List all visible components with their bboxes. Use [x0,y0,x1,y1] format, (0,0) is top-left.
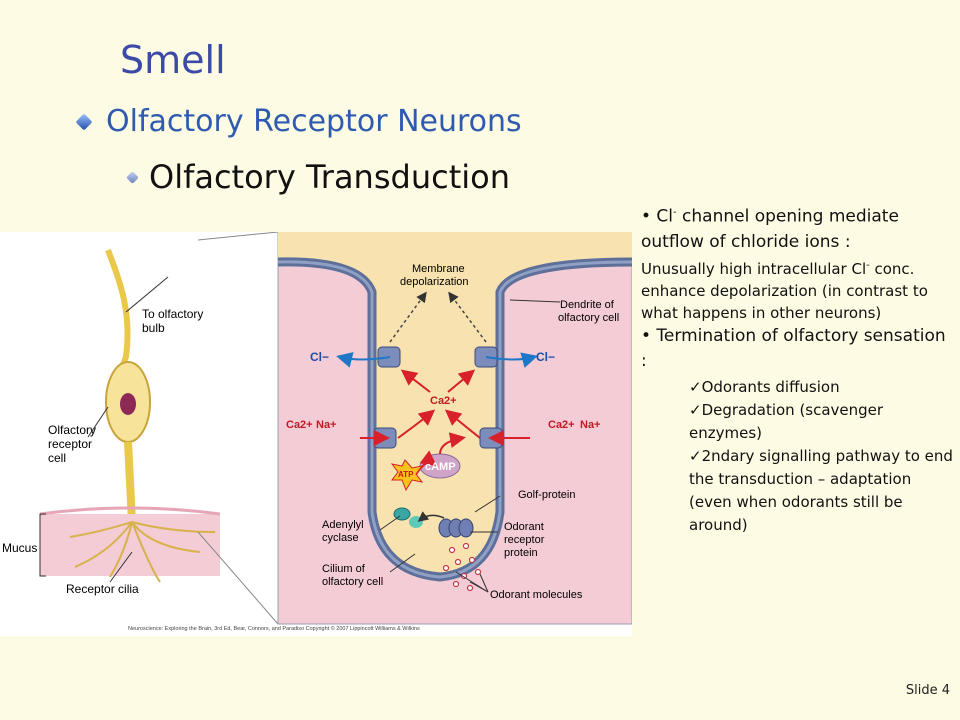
label-receptor-cell-3: cell [48,451,66,465]
note-chloride-channel-post: channel opening mediate outflow of chlor… [641,206,899,252]
label-receptor-cilia: Receptor cilia [66,582,139,596]
bullet-level2: Olfactory Transduction [126,158,510,196]
olfactory-transduction-figure: To olfactory bulb Olfactory receptor cel… [0,232,632,636]
label-ca-left: Ca2+ [286,419,313,431]
label-odorant-rec-1: Odorant [504,521,544,533]
label-odorant-molecules: Odorant molecules [490,589,583,601]
label-na-left: Na+ [316,419,337,431]
bullet-level2-text: Olfactory Transduction [149,158,510,196]
slide-number: Slide 4 [905,683,950,698]
label-ca-center: Ca2+ [430,395,457,407]
label-adenylyl-1: Adenylyl [322,519,364,531]
note-chloride-channel-pre: • Cl [641,206,674,227]
label-odorant-rec-3: protein [504,547,538,559]
check-item: ✓Degradation (scavenger enzymes) [689,400,884,442]
label-dendrite-1: Dendrite of [560,299,615,311]
check-item: ✓2ndary signalling pathway to end the tr… [689,446,953,534]
label-camp: cAMP [425,461,456,473]
label-mucus: Mucus [2,541,37,555]
note-chloride-channel: • Cl- channel opening mediate outflow of… [641,200,953,255]
figure-credit: Neuroscience: Exploring the Brain, 3rd E… [128,625,420,632]
bullet-level1: Olfactory Receptor Neurons [75,104,522,139]
label-membrane-dep-1: Membrane [412,263,465,275]
bullet-diamond-icon [75,113,93,130]
note-intracellular-cl-pre: Unusually high intracellular Cl [641,259,867,278]
notes-panel: • Cl- channel opening mediate outflow of… [641,200,953,537]
label-to-bulb-1: To olfactory [142,307,203,321]
olfactory-neuron-drawing [39,248,221,583]
label-cl-left: Cl− [310,350,329,364]
label-atp: ATP [398,470,414,479]
note-termination: • Termination of olfactory sensation : [641,325,946,371]
label-ca-right: Ca2+ [548,419,575,431]
check-item: ✓Odorants diffusion [689,377,840,396]
label-membrane-dep-2: depolarization [400,276,469,288]
note-chloride-channel-sup: - [673,207,677,218]
bullet-diamond-small-icon [126,170,139,184]
note-intracellular-cl-post: conc. enhance depolarization (in contras… [641,259,928,322]
termination-checklist: ✓Odorants diffusion ✓Degradation (scaven… [689,376,953,537]
label-adenylyl-2: cyclase [322,532,359,544]
label-dendrite-2: olfactory cell [558,312,619,324]
note-intracellular-cl-sup: - [866,259,870,271]
label-golf: Golf-protein [518,489,575,501]
label-na-right: Na+ [580,419,601,431]
cilium-detail-panel [277,232,632,625]
label-to-bulb-2: bulb [142,321,165,335]
note-intracellular-cl: Unusually high intracellular Cl- conc. e… [641,255,953,324]
bullet-level1-text: Olfactory Receptor Neurons [106,104,522,139]
label-receptor-cell-1: Olfactory [48,423,96,437]
label-cilium-1: Cilium of [322,563,366,575]
label-odorant-rec-2: receptor [504,534,545,546]
slide-title: Smell [120,38,226,82]
label-cl-right: Cl− [536,350,555,364]
label-cilium-2: olfactory cell [322,576,383,588]
label-receptor-cell-2: receptor [48,437,92,451]
